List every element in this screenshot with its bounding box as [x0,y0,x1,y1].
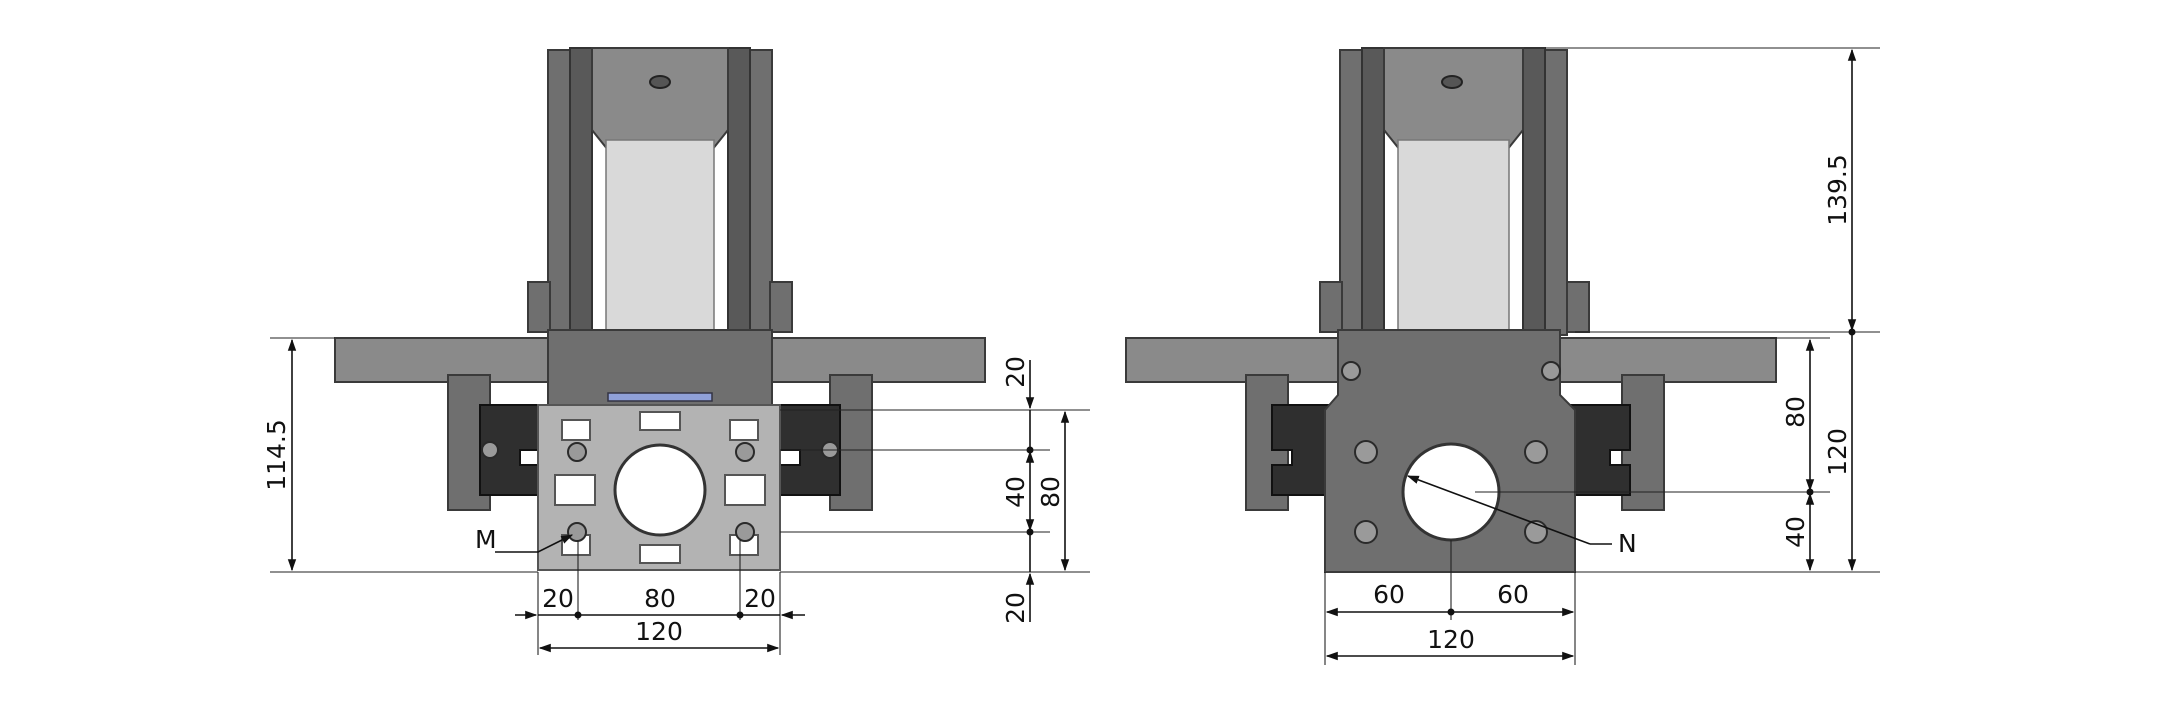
dim-label-r-40: 40 [1781,516,1810,548]
left-inner-upright [569,47,593,339]
right-side-clamp [769,281,793,333]
dim-label-r-bottom-120: 120 [1427,625,1475,654]
left-outer-upright [547,49,571,336]
dim-label-bottom-120: 120 [635,617,683,646]
callout-m-label: M [475,525,497,554]
dim-label-top-20: 20 [1001,356,1030,388]
left-upright-assembly [527,47,793,339]
dim-label-r-bottom-60-left: 60 [1373,580,1405,609]
dim-label-40: 40 [1001,476,1030,508]
r-left-guide-block [1271,404,1333,496]
r-right-inner-upright [1522,47,1546,339]
callout-n-label: N [1618,529,1637,558]
r-top-screw-icon [1441,75,1463,89]
dim-label-bottom-20: 20 [1001,592,1030,624]
left-guide-bolt-icon [481,441,499,459]
profile-center-bore [613,443,707,537]
r-belt [1397,139,1510,331]
r-left-outer-upright [1339,49,1363,336]
dim-label-r-bottom-60-right: 60 [1497,580,1529,609]
dim-label-114-5: 114.5 [262,419,291,491]
callout-n-leader [1406,475,1591,545]
r-right-outer-upright [1544,49,1568,336]
right-outer-upright [749,49,773,336]
belt [605,139,715,331]
end-plate-bolts [1341,361,1561,544]
right-inner-upright [727,47,751,339]
profile-slots [554,411,766,564]
left-side-clamp [527,281,551,333]
dim-label-80: 80 [1036,476,1065,508]
r-left-side-clamp [1319,281,1343,333]
top-screw-icon [649,75,671,89]
r-right-side-clamp [1566,281,1590,333]
r-left-inner-upright [1361,47,1385,339]
dim-label-139-5: 139.5 [1823,154,1852,226]
callout-m-leader [495,534,574,553]
profile-bolts [567,442,755,542]
dim-label-bottom-right-20: 20 [744,584,776,613]
right-view: 139.5 80 40 120 60 60 120 N [1125,47,1880,665]
dim-label-r-80: 80 [1781,396,1810,428]
r-right-guide-block [1569,404,1631,496]
accent-strip [607,392,713,402]
dim-label-bottom-80: 80 [644,584,676,613]
dim-label-r-120: 120 [1823,428,1852,476]
left-view: 114.5 20 40 20 80 20 80 20 120 [262,47,1090,655]
dim-label-bottom-left-20: 20 [542,584,574,613]
